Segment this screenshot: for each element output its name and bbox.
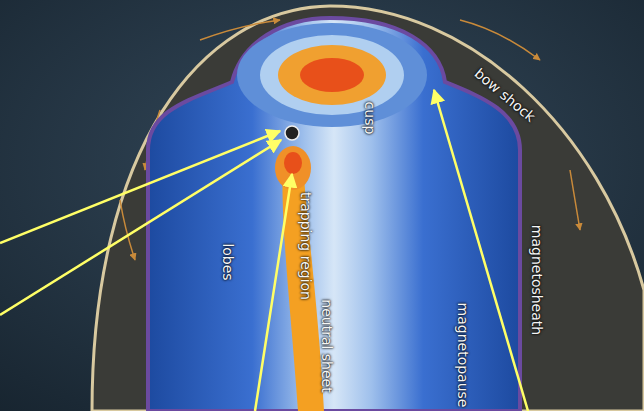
earth xyxy=(285,126,299,140)
radiation-belt xyxy=(278,45,386,105)
region-label: magnetopause xyxy=(456,303,470,408)
trapping-region xyxy=(275,146,311,190)
region-label: lobes xyxy=(221,243,235,280)
bow-shock xyxy=(92,6,644,411)
region-label: cusp xyxy=(363,102,377,135)
region-label: trapping region xyxy=(299,192,313,300)
dayside-dome xyxy=(237,23,427,127)
radiation-belt xyxy=(300,58,364,92)
region-label: magnetosheath xyxy=(530,225,544,335)
magnetopause-body xyxy=(148,18,520,411)
pointer-arrow xyxy=(0,90,528,411)
region-label: neutral sheet xyxy=(320,299,334,392)
trapping-region xyxy=(284,152,302,174)
dayside-dome xyxy=(260,35,404,115)
